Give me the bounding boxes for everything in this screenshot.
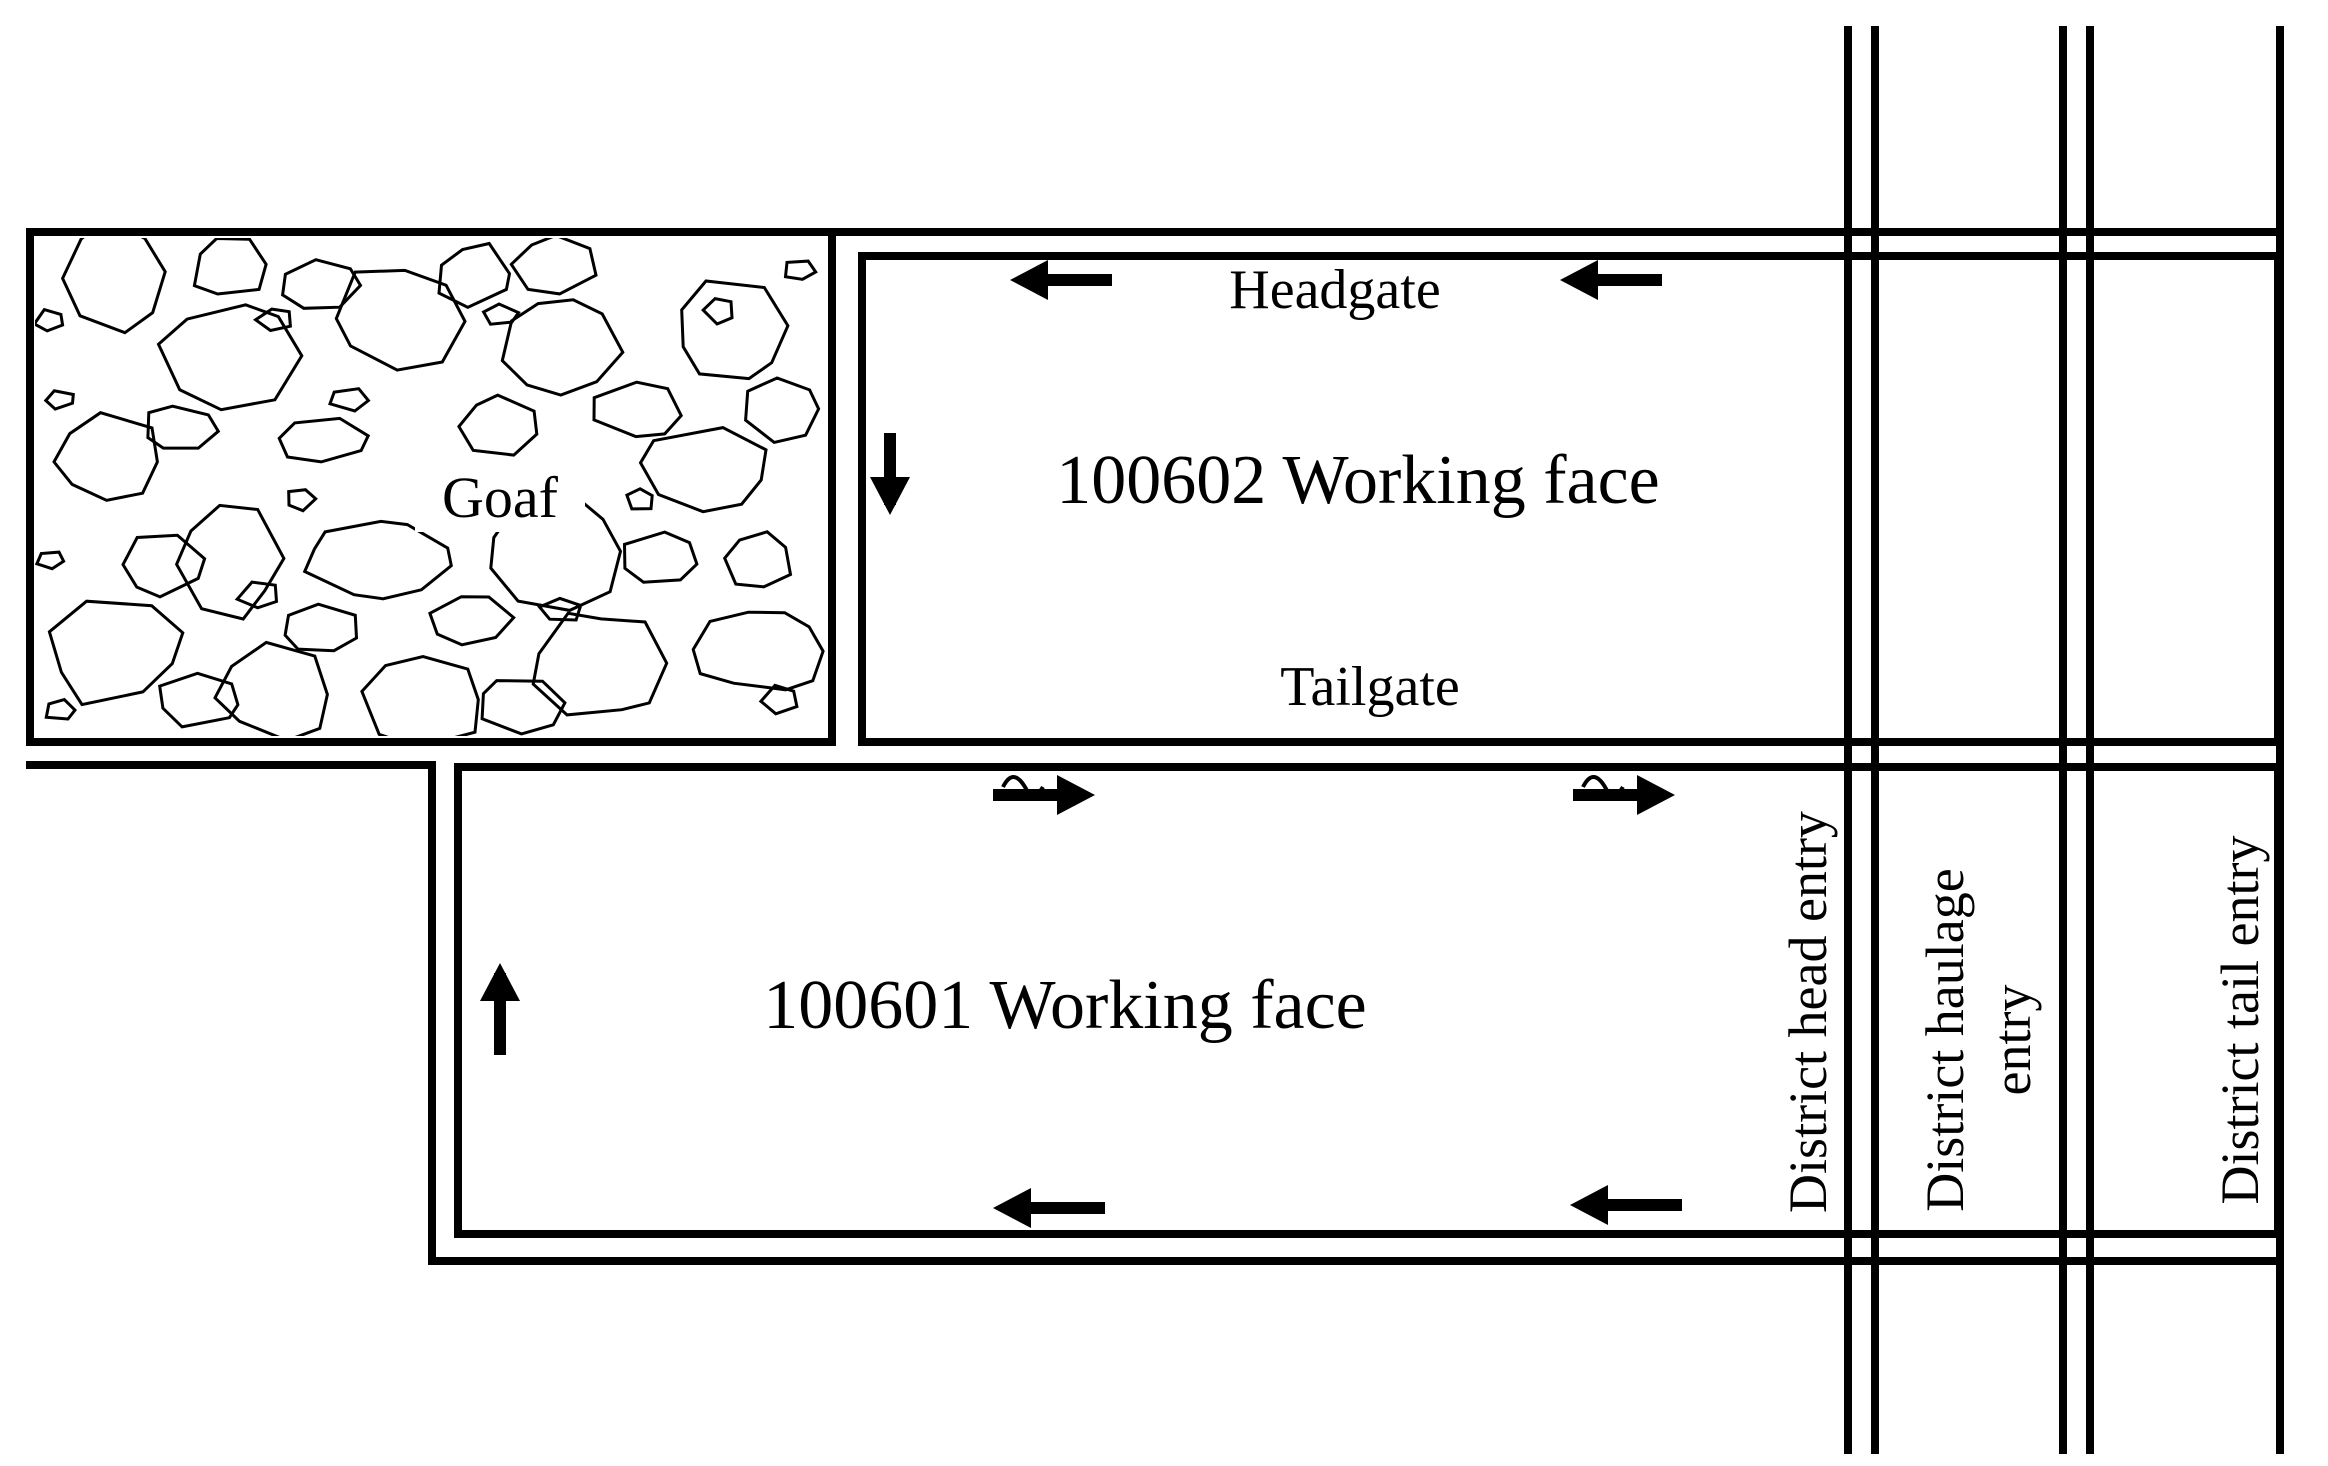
rock-icon [146, 404, 221, 450]
rock-icon [360, 655, 480, 736]
rock-icon [302, 519, 453, 601]
rock-icon [280, 258, 363, 310]
goaf-label: Goaf [442, 465, 559, 530]
goaf-label-bg [415, 462, 585, 532]
rock-icon [192, 238, 268, 296]
rock-icon [437, 241, 512, 309]
face-100602-label: 100602 Working face [1056, 442, 1659, 519]
tailgate-label: Tailgate [1280, 656, 1460, 718]
rock-icon [158, 671, 240, 729]
rock-icon [213, 640, 329, 736]
rock-icon [60, 238, 167, 335]
rock-icon [622, 530, 699, 584]
rock-icon [44, 697, 78, 721]
rock-icon [35, 307, 65, 333]
arrow-icon [1573, 775, 1675, 815]
rock-icon [638, 426, 768, 514]
rock-icon [625, 487, 654, 511]
rock-icon [328, 387, 371, 413]
rock-icon [537, 596, 583, 622]
rock-icon [457, 393, 539, 457]
rock-icon [174, 503, 286, 621]
rock-icon [52, 411, 159, 502]
arrow-icon [480, 963, 520, 1055]
district-head-entry-label: District head entry [1778, 811, 1838, 1213]
rock-icon [47, 599, 185, 707]
arrow-icon [870, 433, 910, 515]
rock-icon [500, 298, 625, 397]
face-100601-label: 100601 Working face [763, 967, 1366, 1044]
goaf-area: Goaf [26, 228, 836, 746]
rock-icon [744, 376, 821, 445]
rock-icon [481, 302, 521, 326]
rock-icon [287, 488, 318, 513]
rock-icon [121, 533, 207, 599]
rock-icon [783, 259, 818, 281]
rock-icon [43, 389, 75, 411]
rock-icon [428, 595, 516, 647]
rock-icon [701, 296, 734, 326]
rock-icon [252, 307, 293, 333]
rock-icon [480, 679, 567, 736]
arrow-icon [1570, 1185, 1682, 1225]
arrow-icon [993, 1188, 1105, 1228]
roadways [26, 26, 2284, 1454]
rock-icon [234, 580, 279, 610]
headgate-label: Headgate [1229, 259, 1440, 321]
rock-icon [531, 611, 669, 717]
rock-icon [283, 602, 359, 653]
rock-icon [592, 380, 684, 439]
rock-icon [156, 303, 304, 412]
arrow-icon [1560, 260, 1662, 300]
rock-icon [758, 683, 799, 716]
arrow-icon [1010, 260, 1112, 300]
rock-icon [680, 279, 790, 381]
rock-icon [334, 268, 467, 372]
rock-icon [277, 416, 371, 464]
district-haulage-entry-label-line1: District haulage [1915, 868, 1975, 1211]
arrow-icon [993, 775, 1095, 815]
rock-icon [509, 238, 598, 296]
district-tail-entry-label: District tail entry [2210, 836, 2270, 1205]
rock-icon [35, 550, 66, 571]
rock-icon [691, 610, 825, 692]
rock-icon [722, 530, 793, 589]
airflow-arrows [480, 260, 1682, 1228]
district-haulage-entry-label-line2: entry [1982, 985, 2042, 1096]
